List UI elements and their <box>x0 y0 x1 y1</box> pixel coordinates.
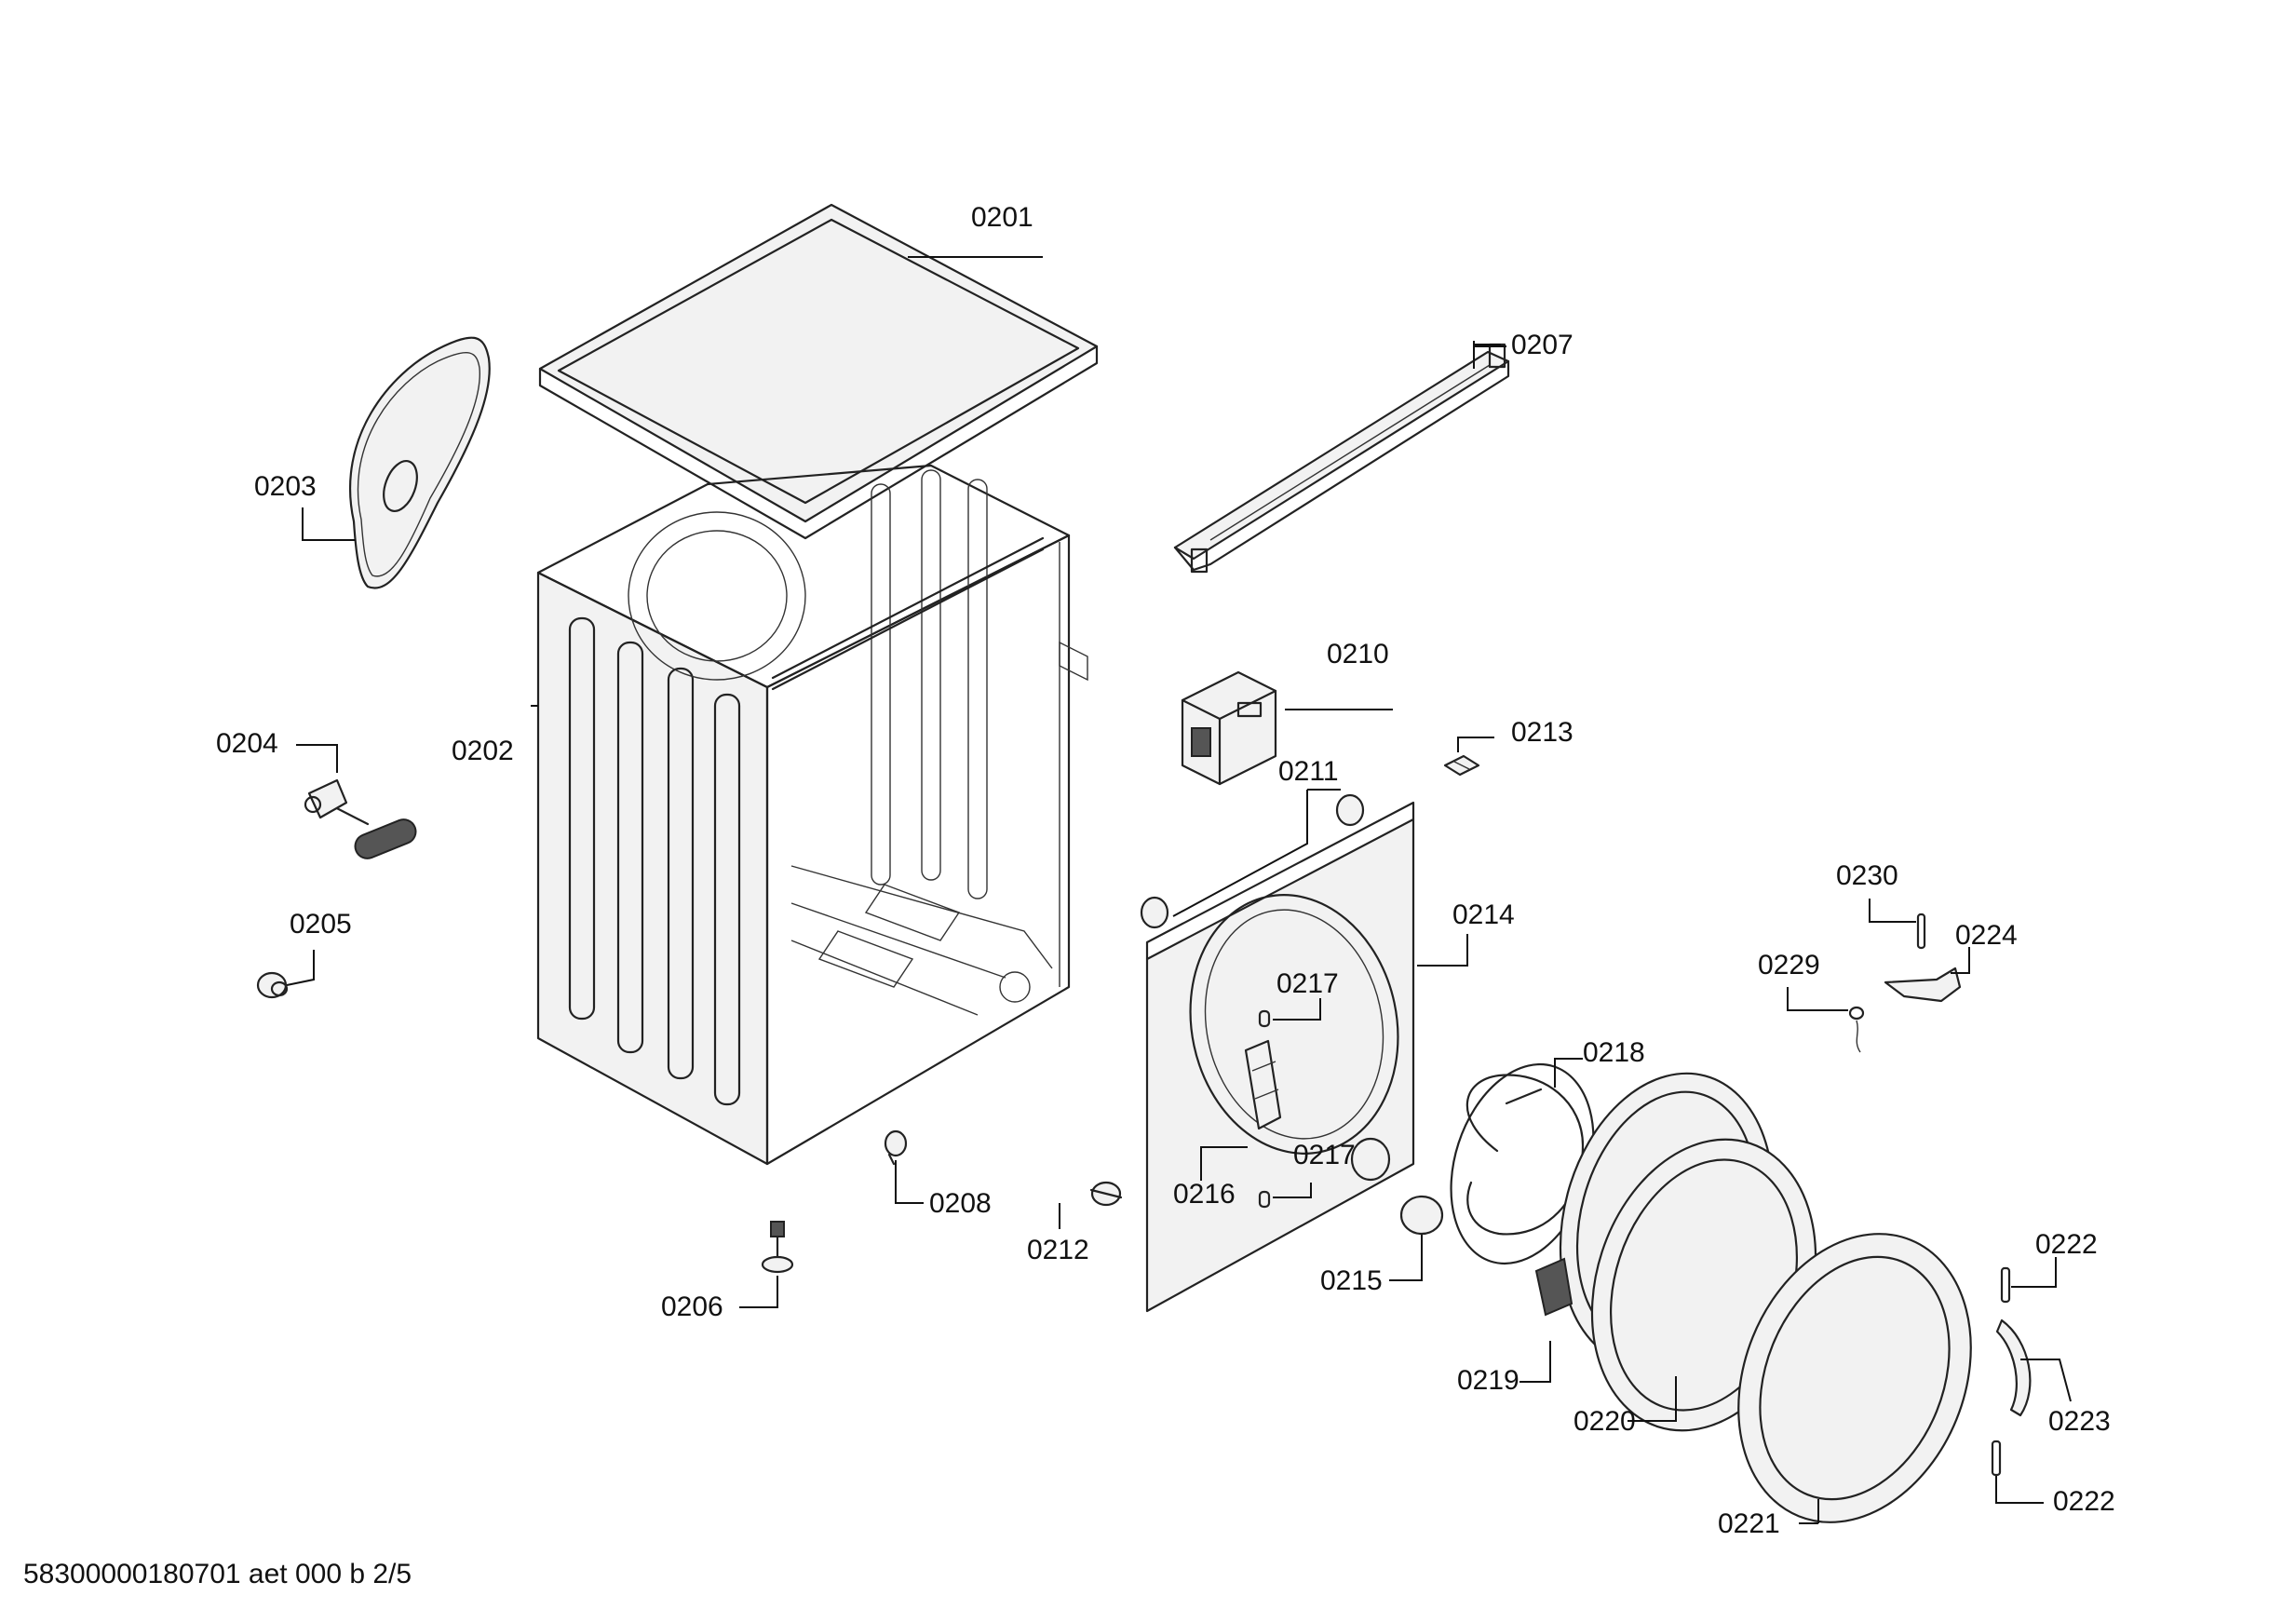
label-0223: 0223 <box>2048 1406 2111 1437</box>
part-0217-bushing-lower[interactable] <box>1258 1190 1271 1209</box>
part-0230-pin[interactable] <box>1916 913 1926 950</box>
part-0214-front-panel[interactable] <box>1145 801 1422 1313</box>
part-0212-screw[interactable] <box>1089 1181 1123 1207</box>
label-0202: 0202 <box>452 736 514 766</box>
label-0212: 0212 <box>1027 1235 1089 1265</box>
label-0229: 0229 <box>1758 950 1820 980</box>
part-0208-hinge-hook[interactable] <box>884 1129 908 1166</box>
part-0211-front-panel-clip[interactable] <box>1140 793 1365 929</box>
label-0205: 0205 <box>290 909 352 940</box>
part-0222-pin-upper[interactable] <box>2000 1266 2011 1304</box>
label-0213: 0213 <box>1511 717 1573 748</box>
label-0211: 0211 <box>1278 756 1339 787</box>
label-0217-lower: 0217 <box>1293 1140 1356 1170</box>
label-0217-upper: 0217 <box>1276 968 1339 999</box>
part-0207-cross-rail[interactable] <box>1173 343 1510 574</box>
part-0205-fastener[interactable] <box>256 971 289 999</box>
document-id-footer: 58300000180701 aet 000 b 2/5 <box>23 1559 412 1589</box>
label-0203: 0203 <box>254 471 317 502</box>
label-0222-lower: 0222 <box>2053 1486 2115 1517</box>
label-0224: 0224 <box>1955 920 2018 951</box>
part-0229-spring[interactable] <box>1848 1006 1865 1053</box>
part-0210-door-lock[interactable] <box>1181 670 1277 786</box>
label-0215: 0215 <box>1320 1265 1383 1296</box>
part-0202-cabinet[interactable] <box>536 464 1088 1166</box>
label-0222-upper: 0222 <box>2035 1229 2098 1260</box>
label-0216: 0216 <box>1173 1179 1236 1210</box>
part-0223-door-handle[interactable] <box>1995 1318 2032 1417</box>
label-0206: 0206 <box>661 1291 723 1322</box>
label-0204: 0204 <box>216 728 278 759</box>
part-0224-door-lever[interactable] <box>1884 967 1962 1003</box>
label-0218: 0218 <box>1583 1037 1645 1068</box>
label-0210: 0210 <box>1327 639 1389 669</box>
part-0215-cap[interactable] <box>1399 1195 1444 1236</box>
part-0213-clip[interactable] <box>1443 754 1480 777</box>
part-0221-door-cover[interactable] <box>1697 1198 2013 1557</box>
part-0203-rear-panel-seal[interactable] <box>348 336 491 589</box>
part-0217-bushing-upper[interactable] <box>1258 1009 1271 1028</box>
label-0221: 0221 <box>1718 1508 1780 1539</box>
label-0219: 0219 <box>1457 1365 1519 1396</box>
part-0201-top-cover[interactable] <box>538 203 1099 540</box>
part-0216-door-hinge[interactable] <box>1244 1039 1282 1130</box>
label-0214: 0214 <box>1452 899 1515 930</box>
part-0222-pin-lower[interactable] <box>1991 1440 2002 1477</box>
part-0206-adjustable-foot[interactable] <box>761 1221 794 1274</box>
label-0230: 0230 <box>1836 860 1898 891</box>
label-0220: 0220 <box>1573 1406 1636 1437</box>
label-0207: 0207 <box>1511 330 1573 360</box>
label-0208: 0208 <box>929 1188 992 1219</box>
label-0201: 0201 <box>971 202 1033 233</box>
part-0204-heater-element[interactable] <box>304 778 419 862</box>
